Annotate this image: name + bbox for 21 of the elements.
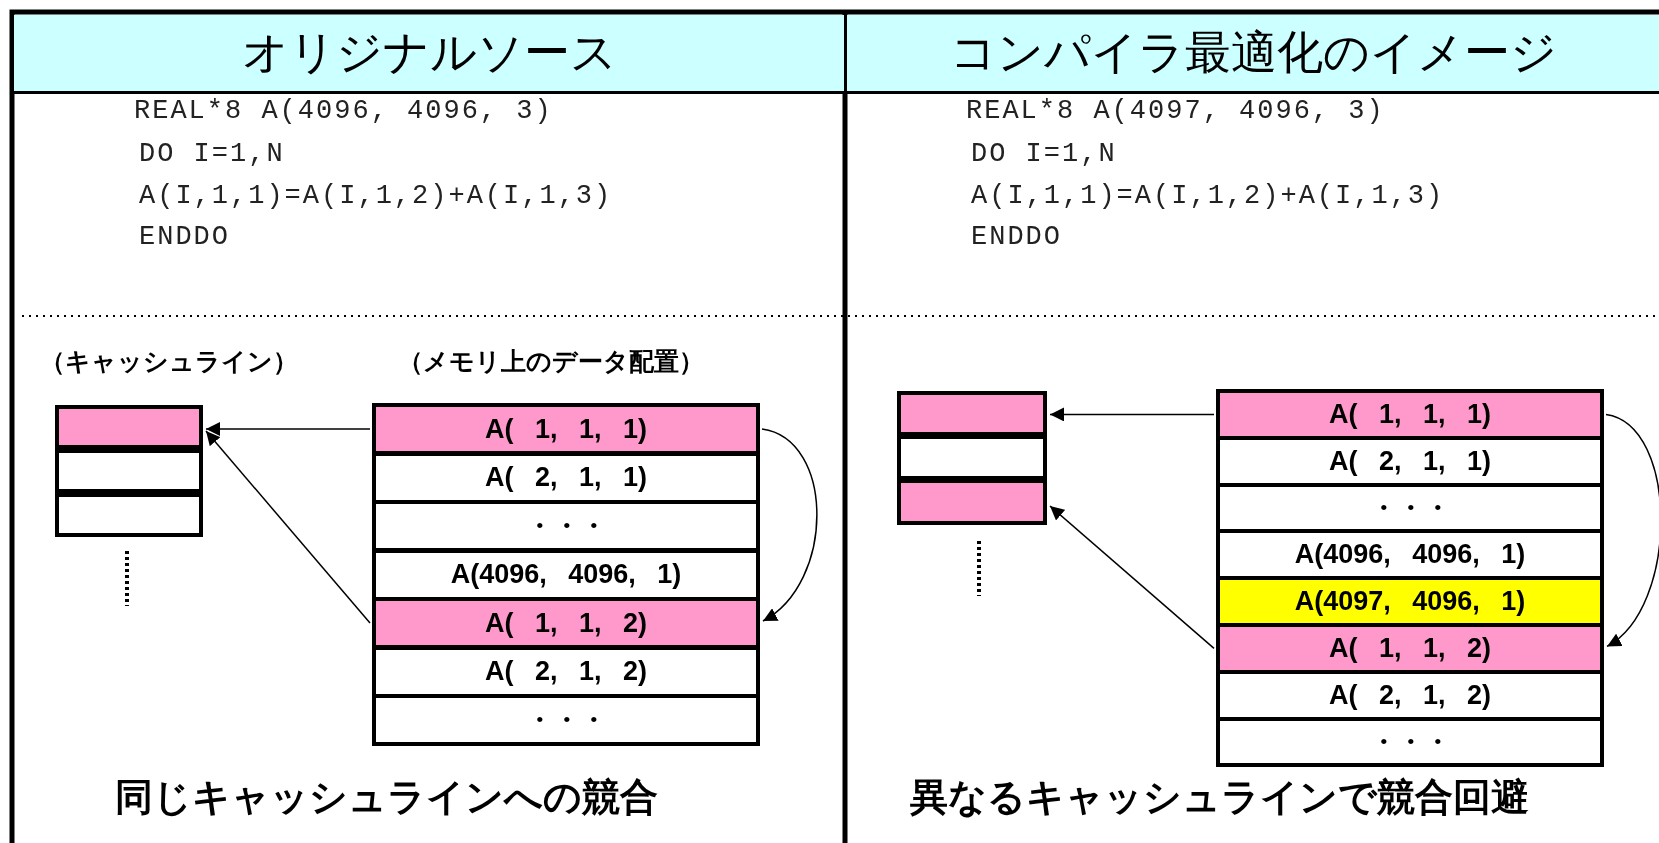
- arrow: [1049, 407, 1215, 422]
- header-band: オリジナルソース: [14, 15, 844, 91]
- code-line: A(I,1,1)=A(I,1,2)+A(I,1,3): [971, 181, 1445, 211]
- section-label: （メモリ上のデータ配置）: [398, 346, 704, 378]
- arrow: [761, 428, 818, 622]
- code-line: DO I=1,N: [971, 139, 1117, 169]
- memory-cell: A( 1, 1, 1): [372, 403, 760, 455]
- section-label: （キャッシュライン）: [40, 346, 298, 378]
- arrow: [205, 422, 371, 436]
- arrow: [1049, 505, 1215, 650]
- code-line: ENDDO: [139, 222, 230, 252]
- code-line: REAL*8 A(4096, 4096, 3): [134, 96, 553, 126]
- header-band: コンパイラ最適化のイメージ: [847, 15, 1659, 91]
- caption-text: 同じキャッシュラインへの競合: [115, 774, 658, 821]
- code-line: A(I,1,1)=A(I,1,2)+A(I,1,3): [139, 181, 613, 211]
- arrow: [205, 430, 371, 624]
- code-line: ENDDO: [971, 222, 1062, 252]
- caption-text: 異なるキャッシュラインで競合回避: [910, 774, 1529, 821]
- code-line: REAL*8 A(4097, 4096, 3): [966, 96, 1385, 126]
- arrow: [1605, 413, 1659, 648]
- code-line: DO I=1,N: [139, 139, 285, 169]
